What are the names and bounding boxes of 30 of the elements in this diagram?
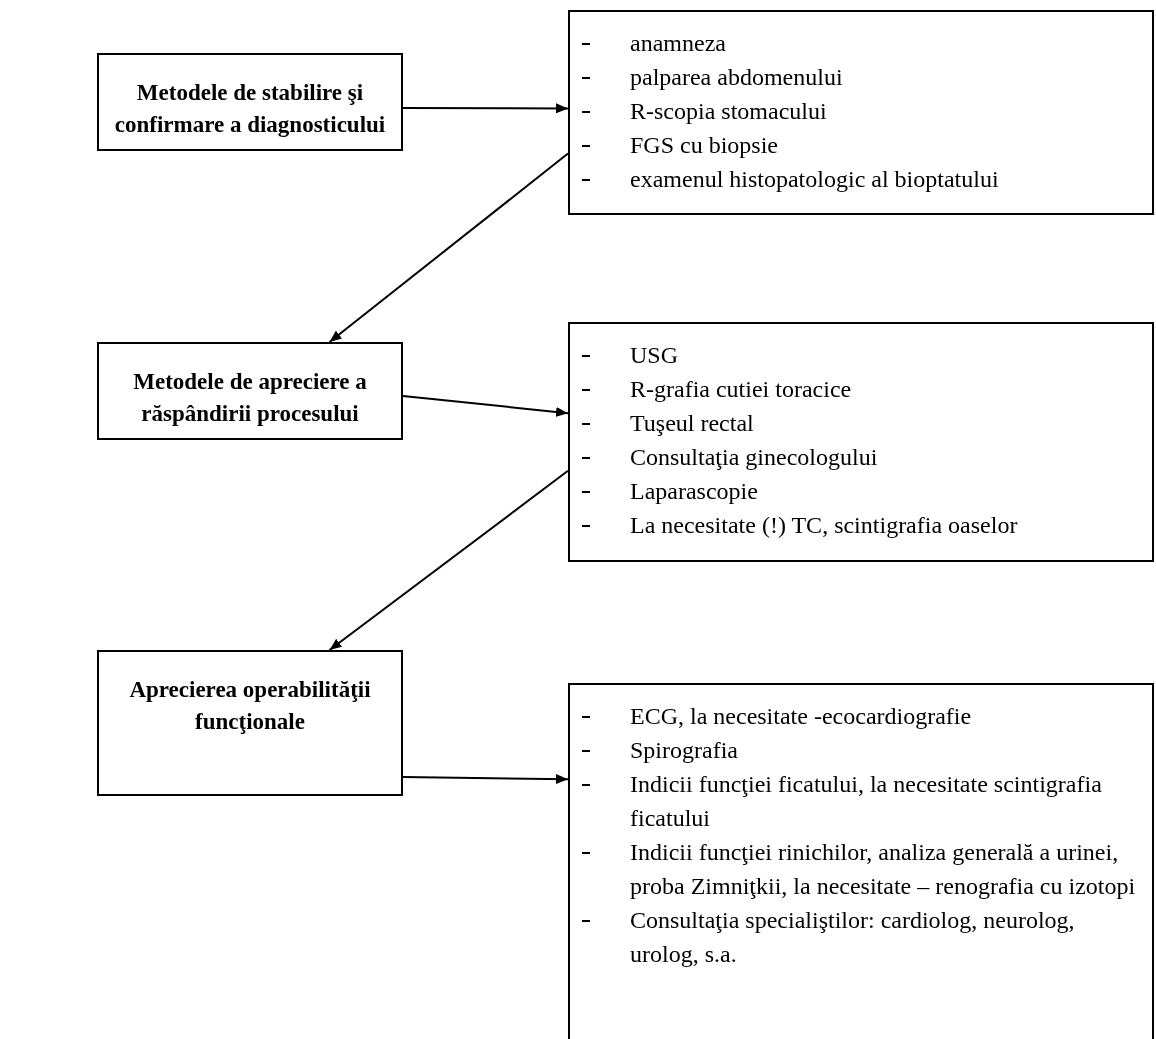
list-item: USG [630, 341, 678, 370]
process-box [97, 53, 403, 151]
list-item: Consultaţia specialiştilor: cardiolog, neurolog, urolog, s.a. [630, 906, 1076, 969]
list-item: examenul histopatologic al bioptatului [630, 165, 999, 194]
list-item: anamneza [630, 29, 726, 58]
process-box [97, 342, 403, 440]
list-item: La necesitate (!) TC, scintigrafia oaselor [630, 511, 1018, 540]
arrow [328, 152, 569, 343]
list-item: R-grafia cutiei toracice [630, 375, 852, 404]
box-title: Metodele de apreciere a răspândirii procesului [132, 368, 368, 428]
list-item: ECG, la necesitate -ecocardiografie [630, 702, 972, 731]
list-item: Laparascopie [630, 477, 758, 506]
list-item: Spirografia [630, 736, 738, 765]
list-box [568, 683, 1154, 1039]
arrow [402, 103, 569, 114]
list-item: Consultaţia ginecologului [630, 443, 878, 472]
list-item: Indicii funcţiei ficatului, la necesitate scintigrafia ficatului [630, 770, 1103, 833]
list-item: Tuşeul rectal [630, 409, 754, 438]
box-title: Metodele de stabilire şi confirmare a diagnosticului [113, 79, 387, 139]
process-box [97, 650, 403, 796]
list-item: Indicii funcţiei rinichilor, analiza generală a urinei, proba Zimniţkii, la necesitate – renografia cu izotopi [630, 838, 1137, 901]
list-box [568, 322, 1154, 562]
list-item: palparea abdomenului [630, 63, 843, 92]
list-item: R-scopia stomacului [630, 97, 827, 126]
box-title: Aprecierea operabilităţii funcţionale [128, 676, 372, 736]
arrow [402, 394, 569, 417]
list-item: FGS cu biopsie [630, 131, 778, 160]
list-box [568, 10, 1154, 215]
arrow [402, 774, 569, 785]
arrow [328, 469, 569, 651]
